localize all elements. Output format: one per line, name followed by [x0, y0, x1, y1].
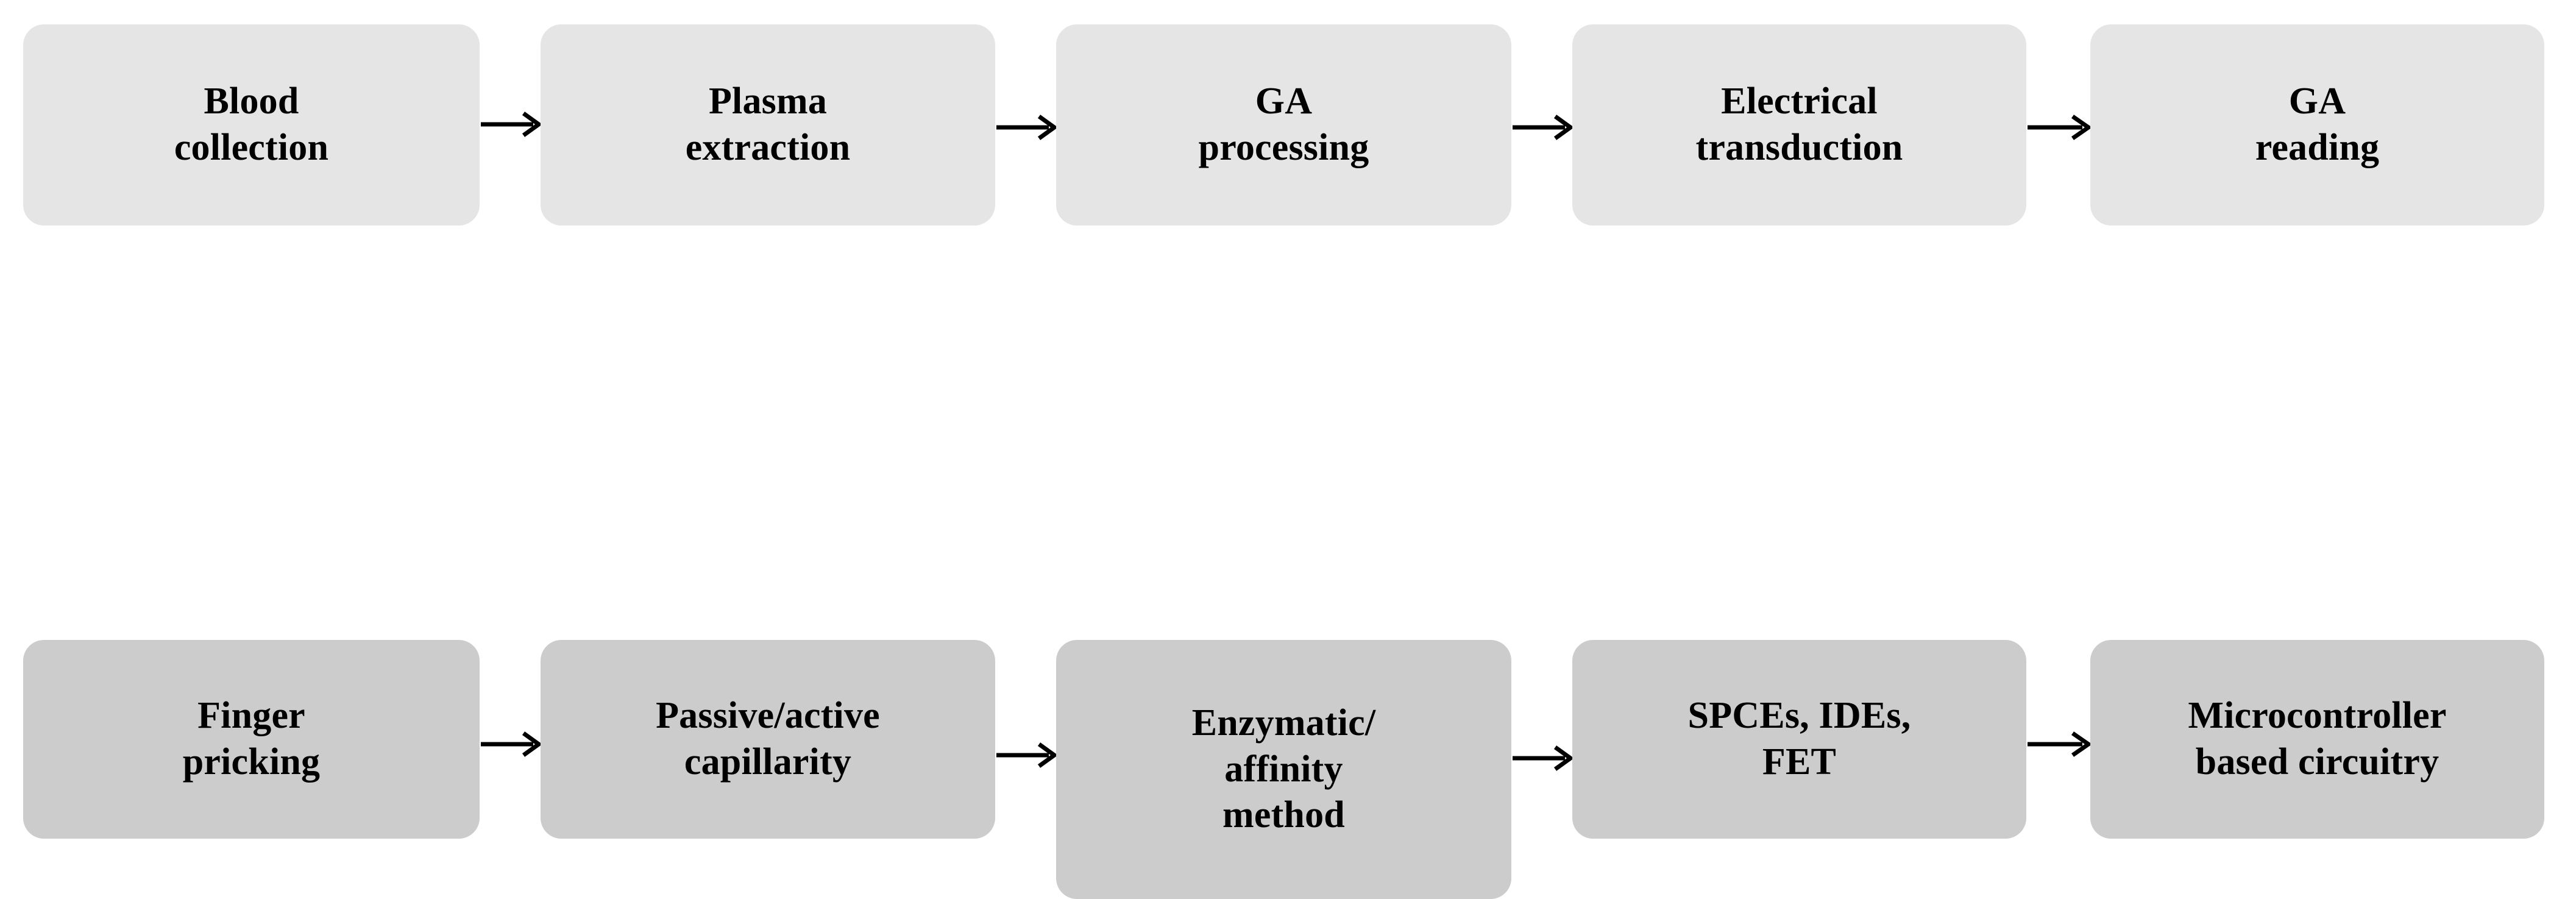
- workflow-stages-row: Blood collection Plasma extraction GA pr…: [0, 0, 2576, 256]
- arrow-right-icon: [481, 730, 542, 758]
- node-electrical-transduction[interactable]: Electrical transduction: [1572, 24, 2026, 226]
- node-enzymatic-affinity-method[interactable]: Enzymatic/ affinity method: [1056, 640, 1511, 899]
- node-label: Electrical transduction: [1695, 80, 1903, 168]
- node-label: Blood collection: [174, 80, 329, 168]
- arrow-right-icon: [996, 113, 1057, 141]
- node-ga-processing[interactable]: GA processing: [1056, 24, 1511, 226]
- arrow-right-icon: [2028, 730, 2092, 758]
- node-microcontroller-circuitry[interactable]: Microcontroller based circuitry: [2090, 640, 2544, 839]
- node-label: Plasma extraction: [685, 80, 851, 168]
- node-ga-reading[interactable]: GA reading: [2090, 24, 2544, 226]
- arrow-right-icon: [2028, 113, 2092, 141]
- node-finger-pricking[interactable]: Finger pricking: [23, 640, 480, 839]
- node-label: SPCEs, IDEs, FET: [1687, 695, 1911, 783]
- arrow-right-icon: [1513, 113, 1574, 141]
- node-label: Passive/active capillarity: [656, 695, 880, 783]
- node-passive-active-capillarity[interactable]: Passive/active capillarity: [541, 640, 995, 839]
- node-label: Enzymatic/ affinity method: [1191, 702, 1376, 836]
- arrow-right-icon: [481, 110, 542, 138]
- node-label: GA processing: [1198, 80, 1369, 168]
- node-spces-ides-fet[interactable]: SPCEs, IDEs, FET: [1572, 640, 2026, 839]
- node-blood-collection[interactable]: Blood collection: [23, 24, 480, 226]
- implementation-methods-row: Finger pricking Passive/active capillari…: [0, 308, 2576, 899]
- node-plasma-extraction[interactable]: Plasma extraction: [541, 24, 995, 226]
- node-label: Finger pricking: [182, 695, 321, 783]
- arrow-right-icon: [1513, 744, 1574, 772]
- node-label: Microcontroller based circuitry: [2188, 695, 2447, 783]
- node-label: GA reading: [2255, 80, 2380, 168]
- arrow-right-icon: [996, 741, 1057, 769]
